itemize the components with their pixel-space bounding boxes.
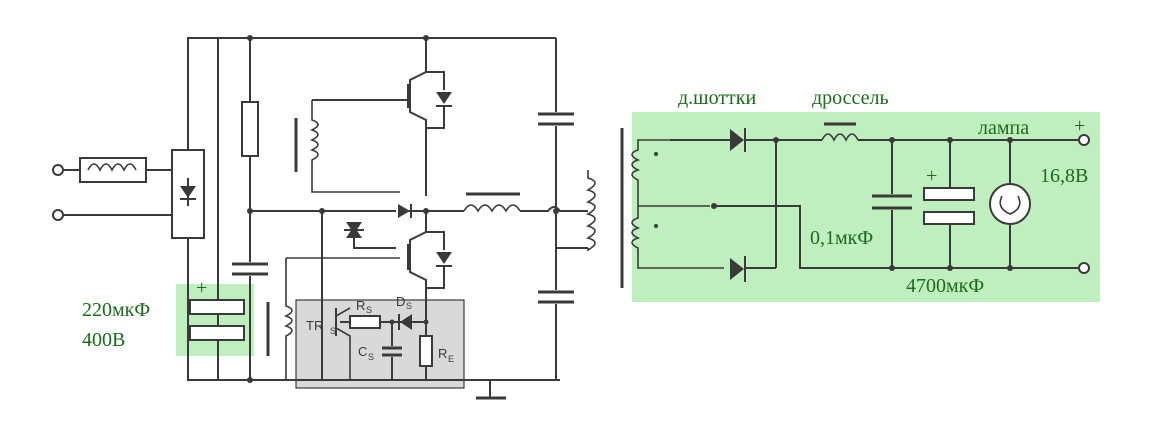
diac [319, 208, 396, 380]
trs-sub: S [330, 326, 336, 336]
rs-sub: S [366, 305, 372, 315]
trs-label: TR [306, 318, 323, 333]
re-resistor [419, 335, 433, 367]
cs-label: C [358, 344, 367, 359]
input-cap-voltage: 400В [82, 329, 125, 351]
trs-transistor [335, 307, 351, 380]
input-cap-value: 220мкФ [82, 299, 150, 321]
ds-sub: S [406, 301, 412, 311]
plus-label: + [1074, 115, 1085, 137]
half-bridge-capacitors [500, 38, 574, 381]
output-capacitors [872, 137, 975, 271]
output-voltage-label: 16,8В [1040, 165, 1088, 187]
output-terminal-plus [1078, 134, 1090, 146]
re-label: R [438, 346, 447, 361]
re-sub: E [448, 354, 454, 364]
mains-input [52, 157, 172, 221]
start-resistor [241, 101, 259, 157]
input-cap-plus: + [196, 277, 207, 299]
schottky-label: д.шоттки [678, 87, 757, 109]
control-block [295, 299, 465, 389]
big-cap-plus: + [926, 165, 937, 187]
rs-label: R [356, 298, 365, 313]
bridge-rectifier [171, 149, 205, 239]
choke-label: дроссель [812, 87, 889, 109]
big-cap-label: 4700мкФ [906, 275, 984, 297]
small-cap-label: 0,1мкФ [810, 227, 873, 249]
lamp-label: лампа [978, 117, 1029, 139]
output-terminal-minus [1078, 262, 1090, 274]
upper-drive-winding [294, 99, 408, 193]
lamp-symbol [989, 137, 1031, 271]
transformer-secondary [631, 139, 1080, 269]
lower-transistor [407, 211, 452, 300]
transformer-primary [556, 128, 624, 288]
upper-transistor [407, 35, 452, 196]
input-capacitor [189, 299, 245, 341]
ground-symbol [476, 380, 506, 400]
lower-drive-winding [266, 257, 400, 380]
cs-sub: S [368, 352, 374, 362]
ds-diode [398, 314, 429, 330]
rs-resistor [349, 315, 381, 329]
schottky-diodes [670, 128, 822, 282]
cs-capacitor [382, 322, 402, 380]
ds-label: D [396, 294, 405, 309]
series-choke [463, 192, 586, 213]
